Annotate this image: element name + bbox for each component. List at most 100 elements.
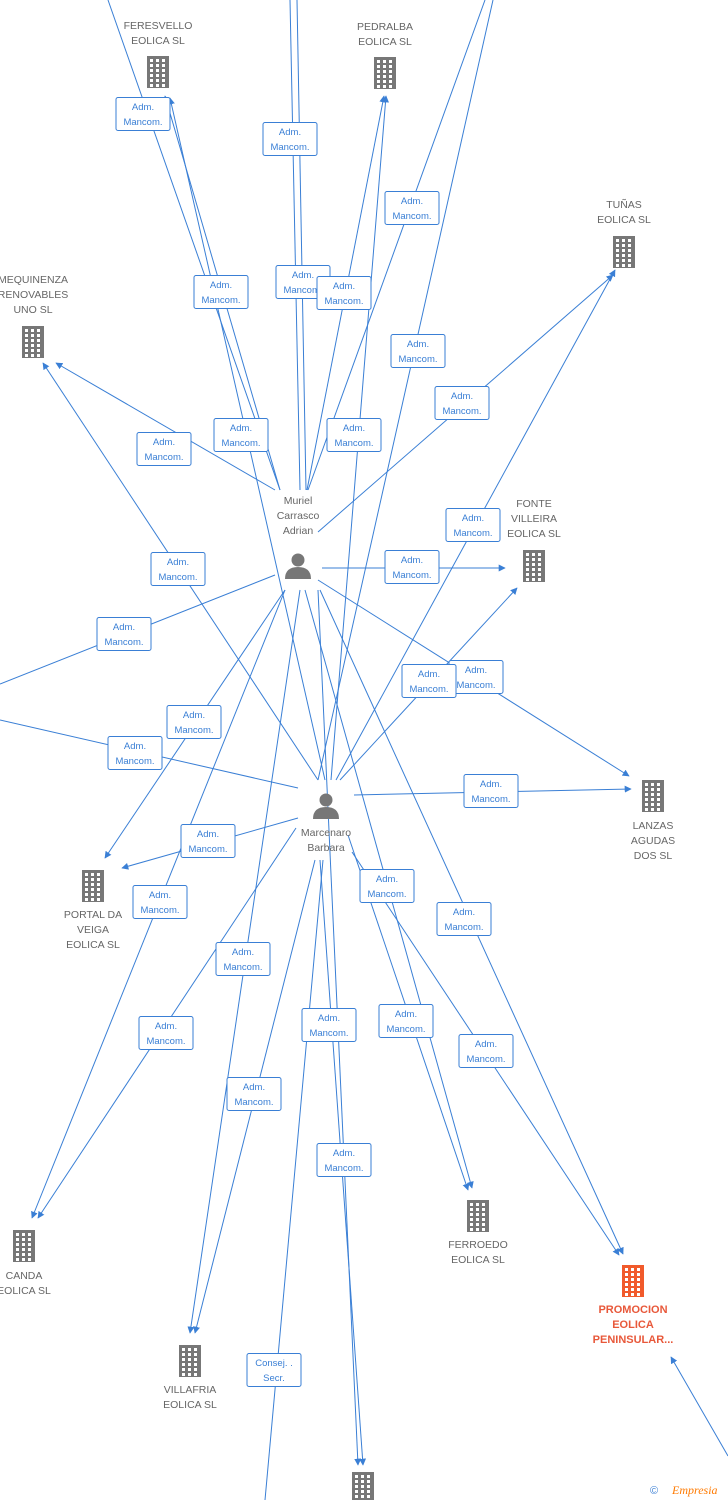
relation-label-text: Adm. xyxy=(132,102,154,113)
company-name-line: EOLICA SL xyxy=(358,36,412,48)
person-icon[interactable] xyxy=(313,793,339,820)
relation-label-text: Adm. xyxy=(153,437,175,448)
building-icon[interactable] xyxy=(352,1472,374,1500)
relation-label-text: Mancom. xyxy=(398,354,437,365)
building-icon[interactable] xyxy=(82,870,104,902)
relation-label-text: Mancom. xyxy=(221,438,260,449)
relation-label-adm-mancom[interactable]: Adm.Mancom. xyxy=(445,508,501,542)
relation-label-adm-mancom[interactable]: Adm.Mancom. xyxy=(458,1034,514,1068)
relation-edge xyxy=(307,0,486,491)
relation-label-adm-mancom[interactable]: Adm.Mancom. xyxy=(166,705,222,739)
company-name-line: PORTAL DA xyxy=(64,909,122,921)
company-name-line: FERROEDO xyxy=(448,1239,508,1251)
relation-label-text: Adm. xyxy=(318,1013,340,1024)
relation-label-box xyxy=(136,432,192,466)
company-name-portal[interactable]: PORTAL DA VEIGA EOLICA SL xyxy=(64,909,122,951)
relation-label-box xyxy=(384,191,440,225)
relation-label-text: Adm. xyxy=(376,874,398,885)
relation-label-adm-mancom[interactable]: Adm.Mancom. xyxy=(326,418,382,452)
relation-label-box xyxy=(262,122,318,156)
relation-label-adm-mancom[interactable]: Adm.Mancom. xyxy=(96,617,152,651)
relation-label-adm-mancom[interactable]: Adm.Mancom. xyxy=(150,552,206,586)
building-icon[interactable] xyxy=(613,236,635,268)
relation-label-adm-mancom[interactable]: Adm.Mancom. xyxy=(378,1004,434,1038)
company-name-line: PENINSULAR... xyxy=(593,1334,674,1346)
relation-label-box xyxy=(384,550,440,584)
relation-label-text: Adm. xyxy=(230,423,252,434)
relation-label-adm-mancom[interactable]: Adm.Mancom. xyxy=(193,275,249,309)
company-name-line: EOLICA SL xyxy=(597,214,651,226)
relation-edge xyxy=(289,0,301,491)
relation-label-text: Mancom. xyxy=(201,295,240,306)
company-name-line: VILLAFRIA xyxy=(164,1384,217,1396)
relation-label-adm-mancom[interactable]: Adm.Mancom. xyxy=(215,942,271,976)
relation-label-box xyxy=(96,617,152,651)
relation-label-adm-mancom[interactable]: Adm.Mancom. xyxy=(384,550,440,584)
relation-label-text: Adm. xyxy=(232,947,254,958)
relation-label-consej-secr[interactable]: Consej. .Secr. xyxy=(246,1353,302,1387)
building-icon[interactable] xyxy=(13,1230,35,1262)
relation-label-adm-mancom[interactable]: Adm.Mancom. xyxy=(316,1143,372,1177)
relation-label-adm-mancom[interactable]: Adm. Mancom. xyxy=(463,774,519,808)
relation-label-adm-mancom[interactable]: Adm.Mancom. xyxy=(384,191,440,225)
relation-label-adm-mancom[interactable]: Adm.Mancom. xyxy=(262,122,318,156)
building-icon[interactable] xyxy=(179,1345,201,1377)
relation-edge xyxy=(296,0,307,491)
building-icon[interactable] xyxy=(147,56,169,88)
company-name-promocion[interactable]: PROMOCIONEOLICAPENINSULAR... xyxy=(593,1304,674,1346)
relation-label-adm-mancom[interactable]: Adm.Mancom. xyxy=(132,885,188,919)
building-icon[interactable] xyxy=(642,780,664,812)
relation-label-adm-mancom[interactable]: Adm.Mancom. xyxy=(301,1008,357,1042)
relation-label-adm-mancom[interactable]: Adm.Mancom. xyxy=(448,660,504,694)
relation-label-adm-mancom[interactable]: Adm.Mancom. xyxy=(107,736,163,770)
relation-label-text: Adm. xyxy=(155,1021,177,1032)
relation-label-text: Adm. xyxy=(451,391,473,402)
relation-label-adm-mancom[interactable]: Adm.Mancom. xyxy=(136,432,192,466)
relation-label-text: Secr. xyxy=(263,1373,285,1384)
relation-label-adm-mancom[interactable]: Adm.Mancom. xyxy=(180,824,236,858)
brand-logo[interactable]: Empresia xyxy=(671,1483,718,1497)
person-icon[interactable] xyxy=(285,553,311,580)
relation-label-text: Mancom. xyxy=(140,905,179,916)
relation-label-adm-mancom[interactable]: Adm.Mancom. xyxy=(316,276,372,310)
relation-label-adm-mancom[interactable]: Adm.Mancom. xyxy=(115,97,171,131)
relation-label-box xyxy=(215,942,271,976)
company-name-line: EOLICA SL xyxy=(507,528,561,540)
building-icon[interactable] xyxy=(22,326,44,358)
relation-label-adm-mancom[interactable]: Adm. Mancom. xyxy=(213,418,269,452)
footer: © Empresia xyxy=(650,1483,718,1497)
company-name-line: EOLICA SL xyxy=(66,939,120,951)
relation-label-adm-mancom[interactable]: Adm.Mancom. xyxy=(401,664,457,698)
building-icon[interactable] xyxy=(523,550,545,582)
relation-label-adm-mancom[interactable]: Adm.Mancom. xyxy=(359,869,415,903)
relation-label-box xyxy=(359,869,415,903)
relation-label-adm-mancom[interactable]: Adm.Mancom. xyxy=(138,1016,194,1050)
relation-label-text: Adm. xyxy=(480,779,502,790)
building-icon[interactable] xyxy=(374,57,396,89)
building-icon[interactable] xyxy=(622,1265,644,1297)
building-icon[interactable] xyxy=(467,1200,489,1232)
relation-label-adm-mancom[interactable]: Adm.Mancom. xyxy=(226,1077,282,1111)
relation-label-adm-mancom[interactable]: Adm.Mancom. xyxy=(434,386,490,420)
relation-label-text: Mancom. xyxy=(471,794,510,805)
company-name-line: VEIGA xyxy=(77,924,109,936)
relation-label-adm-mancom[interactable]: Adm.Mancom. xyxy=(390,334,446,368)
relation-label-box xyxy=(401,664,457,698)
relation-label-text: Adm. xyxy=(343,423,365,434)
relation-label-box xyxy=(180,824,236,858)
relation-label-adm-mancom[interactable]: Adm.Mancom. xyxy=(436,902,492,936)
relation-label-text: Adm. xyxy=(465,665,487,676)
relation-label-text: Mancom. xyxy=(392,211,431,222)
